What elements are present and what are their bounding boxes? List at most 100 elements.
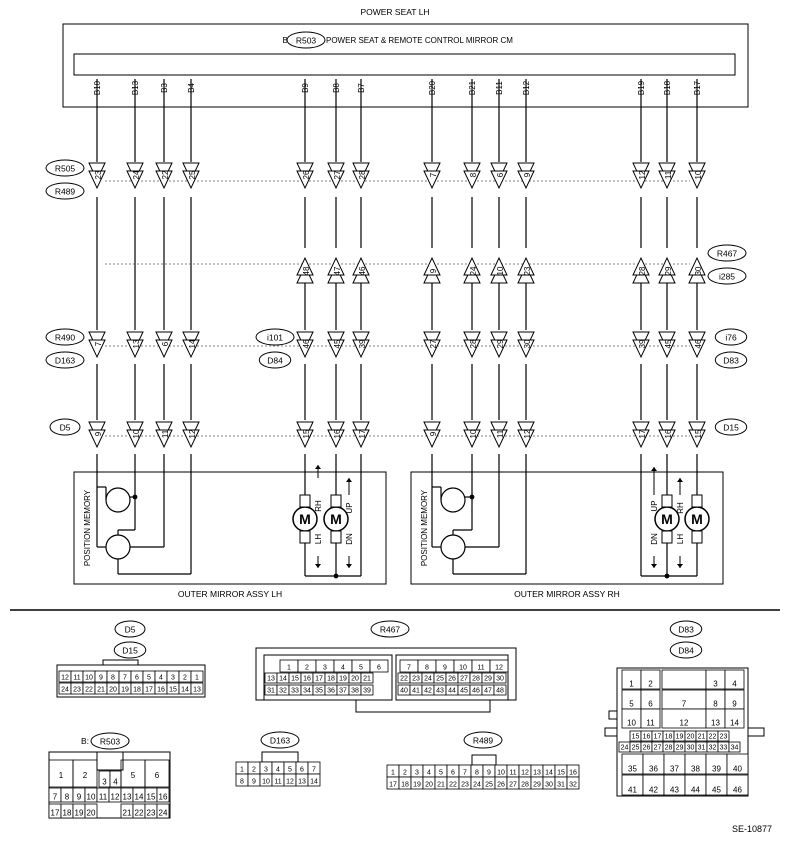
arrow-head	[346, 564, 352, 568]
connector-terminal: 15	[688, 421, 706, 449]
terminal-pin: 45	[333, 339, 342, 348]
pin-number: 10	[627, 719, 636, 728]
connector-terminal: 27	[423, 331, 441, 359]
terminal-arrow	[126, 170, 144, 190]
pin-cell	[640, 708, 661, 729]
pin-number: 21	[123, 809, 132, 818]
pin-number: 23	[73, 687, 81, 694]
terminal-arrow	[327, 339, 345, 359]
terminal-pin: 30	[694, 266, 703, 275]
direction-label: DN	[650, 533, 659, 545]
legend-label: D84	[678, 646, 694, 656]
pin-number: 40	[733, 765, 742, 774]
pin-number: 15	[147, 793, 156, 802]
terminal-arrow	[658, 429, 676, 449]
position-sensor	[105, 487, 131, 513]
connector-oval	[114, 620, 146, 638]
pin-number: 4	[113, 778, 118, 787]
terminal-arrow	[632, 429, 650, 449]
terminal-arrow	[517, 339, 535, 359]
connector-terminal: 12	[182, 421, 200, 449]
pin-cell	[717, 730, 730, 742]
pin-number: 11	[274, 779, 281, 786]
terminal-pin: 7	[429, 172, 438, 177]
pin-number: 20	[425, 782, 433, 789]
connector-oval	[45, 351, 85, 369]
terminal-arrow	[352, 429, 370, 449]
pin-number: 5	[359, 665, 363, 672]
terminal-arrow	[517, 429, 535, 449]
pin-number: 10	[497, 770, 505, 777]
connector-terminal: 8	[463, 162, 481, 190]
connector-terminal: 24	[463, 256, 481, 284]
pin-number: 16	[157, 687, 165, 694]
pin-number: 25	[436, 676, 444, 683]
pin-number: 8	[713, 700, 718, 709]
terminal-pin: 23	[523, 266, 532, 275]
connector-terminal: 27	[327, 162, 345, 190]
terminal-pin: 26	[302, 170, 311, 179]
pin-number: 13	[267, 676, 275, 683]
pin-number: 29	[484, 676, 492, 683]
terminal-arrow	[327, 170, 345, 190]
legend-label: D83	[678, 625, 694, 635]
pin-cell	[72, 759, 98, 788]
connector-oval	[258, 351, 292, 369]
terminal-pin: 48	[302, 266, 311, 275]
pin-number: 14	[545, 770, 553, 777]
pin-number: 29	[676, 745, 684, 752]
pin-number: 20	[687, 734, 695, 741]
terminal-arrow	[688, 170, 706, 190]
connector-label: D5	[60, 423, 71, 433]
module-connector: R503	[296, 36, 317, 46]
pin-number: 13	[533, 770, 541, 777]
pin-number: 31	[698, 745, 706, 752]
connector-terminal: 45	[327, 331, 345, 359]
connector-oval	[49, 418, 81, 436]
terminal-arrow	[423, 256, 441, 276]
connector-oval	[669, 620, 703, 638]
direction-label: RH	[314, 500, 323, 512]
pin-number: 15	[557, 770, 565, 777]
pin-number: 19	[75, 809, 84, 818]
pin-cell	[360, 684, 374, 696]
pin-number: 31	[267, 688, 275, 695]
terminal-arrow	[327, 429, 345, 449]
connector-terminal: 25	[182, 162, 200, 190]
pin-number: 8	[240, 779, 244, 786]
pin-number: 13	[711, 719, 720, 728]
pin-number: 37	[339, 688, 347, 695]
pin-number: 27	[460, 676, 468, 683]
connector-terminal: 22	[155, 162, 173, 190]
control-module-bus	[73, 53, 736, 76]
direction-label: LH	[314, 534, 323, 544]
connector-terminal: 7	[88, 331, 106, 359]
pin-number: 25	[632, 745, 640, 752]
pin-number: 32	[709, 745, 717, 752]
pin-number: 36	[327, 688, 335, 695]
position-sensor	[440, 487, 466, 513]
terminal-pin: 30	[523, 339, 532, 348]
pin-number: 17	[51, 809, 60, 818]
pin-number: 2	[305, 665, 309, 672]
connector-terminal: 28	[632, 256, 650, 284]
terminal-arrow	[490, 339, 508, 359]
terminal-pin: 10	[132, 429, 141, 438]
connector-terminal: 9	[88, 421, 106, 449]
pin-number: 10	[85, 675, 93, 682]
connector-label: R505	[55, 164, 76, 174]
pin-number: 22	[449, 782, 457, 789]
connector-terminal: 15	[296, 421, 314, 449]
pin-number: 18	[133, 687, 141, 694]
pin-number: 14	[730, 719, 739, 728]
connector-housing	[395, 654, 509, 701]
pin-number: 39	[712, 765, 721, 774]
pin-number: 37	[670, 765, 679, 774]
connector-terminal: 47	[327, 256, 345, 284]
terminal-arrow	[88, 339, 106, 359]
pin-number: 30	[545, 782, 553, 789]
pin-cell	[640, 669, 661, 690]
connector-label: R490	[55, 333, 76, 343]
terminal-arrow	[463, 429, 481, 449]
pin-number: 21	[437, 782, 445, 789]
